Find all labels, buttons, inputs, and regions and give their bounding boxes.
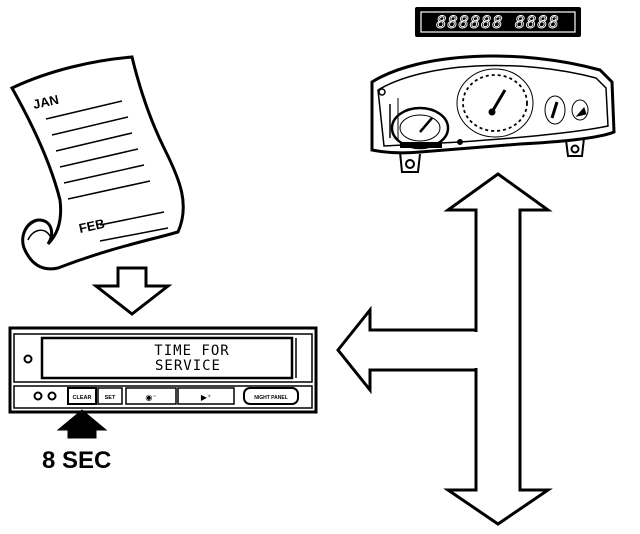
calendar-scroll-illustration: JAN FEB <box>9 55 185 271</box>
double-arrow-icon <box>443 172 553 526</box>
night-panel-button-label: NIGHT PANEL <box>254 395 288 401</box>
sid-indicator-icon <box>23 354 33 364</box>
sid-panel: TIME FOR SERVICE CLEAR SET ◉⁻ ▶⁺ NIGHT P… <box>8 326 318 414</box>
down-scroll-icon: ◉⁻ <box>145 393 156 402</box>
up-scroll-button[interactable] <box>177 387 235 405</box>
sid-knob-left-icon[interactable] <box>33 391 43 401</box>
clear-button-label: CLEAR <box>73 395 92 401</box>
set-button[interactable] <box>97 387 123 405</box>
press-arrow-icon <box>56 409 108 439</box>
hold-duration-label: 8 SEC <box>42 447 111 474</box>
calendar-month-jan: JAN <box>32 92 61 112</box>
down-scroll-button[interactable] <box>125 387 177 405</box>
sid-knob-right-icon[interactable] <box>47 391 57 401</box>
set-button-label: SET <box>105 395 116 401</box>
up-scroll-icon: ▶⁺ <box>201 393 211 402</box>
odometer-segments: 888888 8888 <box>436 13 560 33</box>
night-panel-button[interactable] <box>243 387 299 405</box>
odometer-display: 888888 8888 <box>415 7 581 37</box>
calendar-month-feb: FEB <box>78 216 107 236</box>
sid-display-line2: SERVICE <box>155 358 221 374</box>
instrument-cluster-illustration <box>370 54 616 173</box>
left-arrow-icon <box>336 305 484 395</box>
clear-button[interactable] <box>67 387 97 405</box>
down-arrow-icon <box>91 266 173 316</box>
sid-display-line1: TIME FOR <box>154 343 229 359</box>
